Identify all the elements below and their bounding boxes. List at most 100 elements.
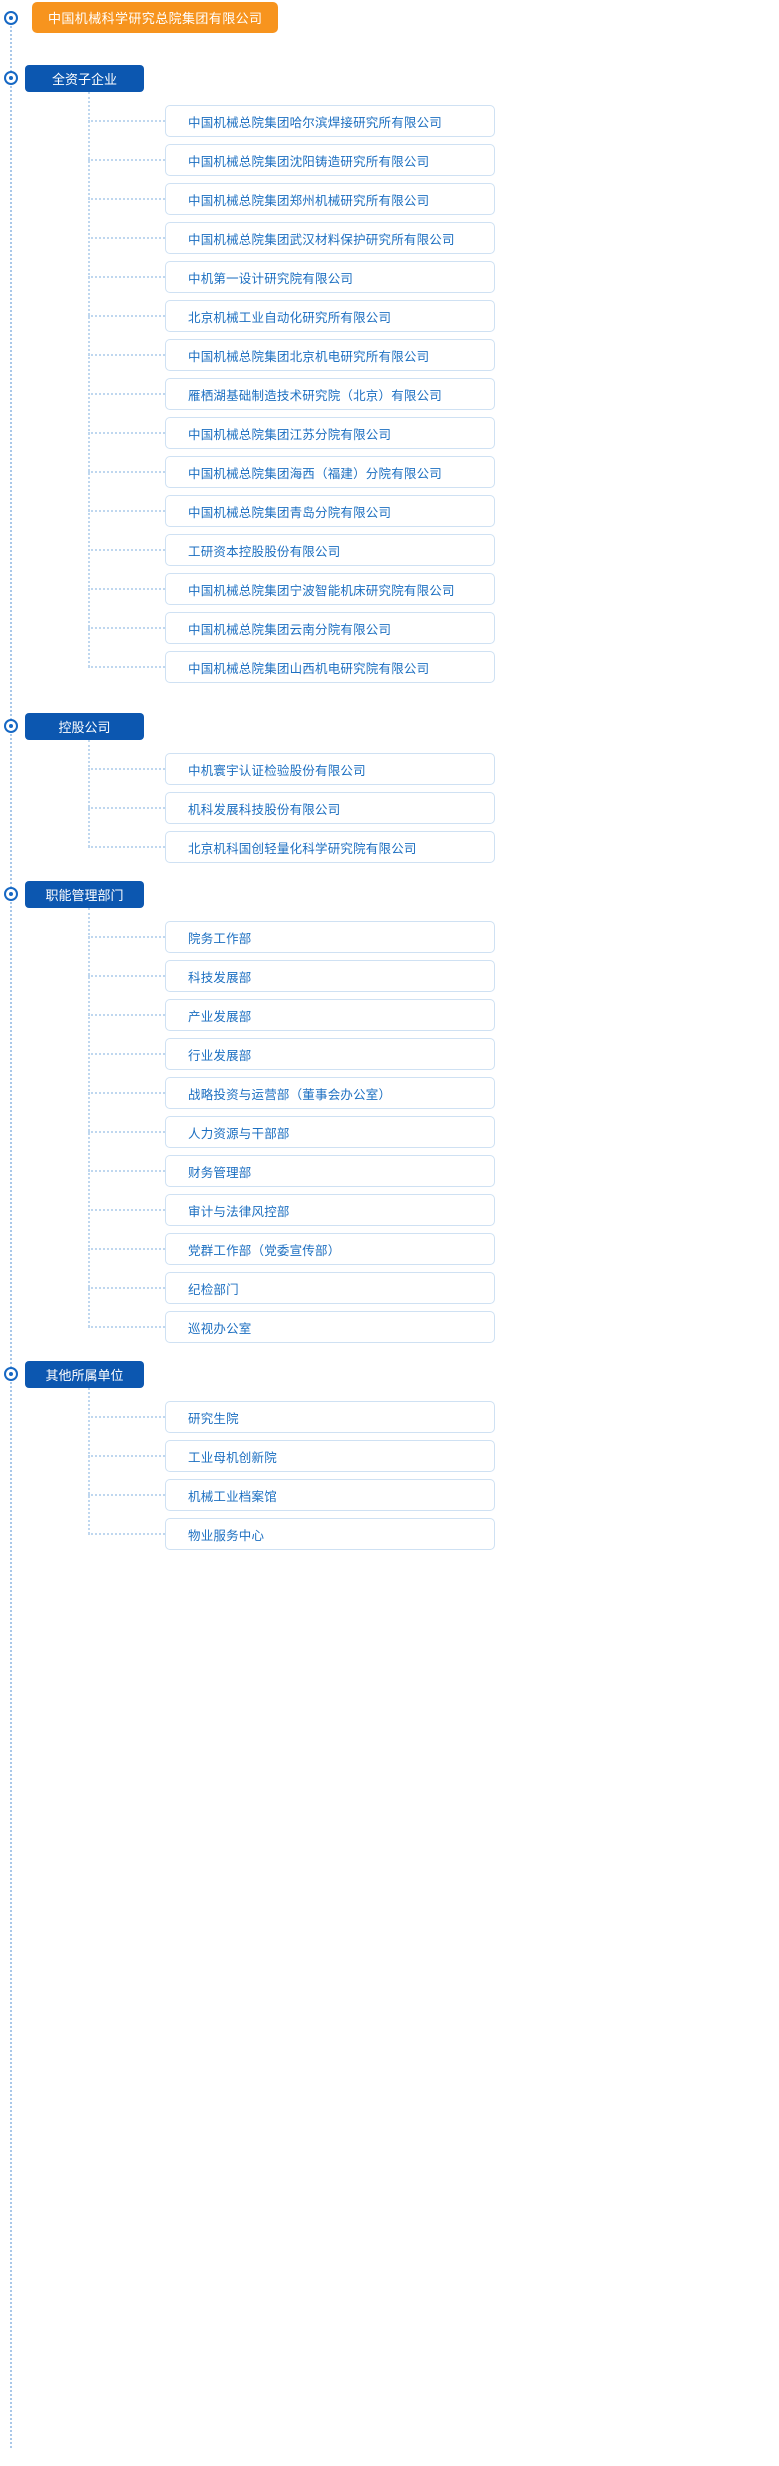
org-item-label: 雁栖湖基础制造技术研究院（北京）有限公司 [188,387,443,403]
bullseye-icon[interactable] [4,71,18,85]
org-item-row: 工业母机创新院 [88,1440,779,1472]
org-item[interactable]: 中国机械总院集团云南分院有限公司 [165,612,495,644]
org-item-label: 中国机械总院集团江苏分院有限公司 [188,426,392,442]
org-item[interactable]: 雁栖湖基础制造技术研究院（北京）有限公司 [165,378,495,410]
org-item-label: 中国机械总院集团武汉材料保护研究所有限公司 [188,231,455,247]
org-item[interactable]: 中国机械总院集团山西机电研究院有限公司 [165,651,495,683]
section-header-label: 控股公司 [58,721,111,736]
org-item[interactable]: 北京机科国创轻量化科学研究院有限公司 [165,831,495,863]
item-branch-connector [88,1494,165,1496]
section-header-label: 职能管理部门 [45,889,124,904]
org-item[interactable]: 产业发展部 [165,999,495,1031]
section-header[interactable]: 职能管理部门 [25,881,144,908]
org-item-row: 机械工业档案馆 [88,1479,779,1511]
section-header[interactable]: 全资子企业 [25,65,144,92]
item-branch-connector [88,1416,165,1418]
section-header[interactable]: 其他所属单位 [25,1361,144,1388]
org-item[interactable]: 人力资源与干部部 [165,1116,495,1148]
org-item-row: 巡视办公室 [88,1311,779,1343]
org-item[interactable]: 中国机械总院集团武汉材料保护研究所有限公司 [165,222,495,254]
org-item-row: 机科发展科技股份有限公司 [88,792,779,824]
org-item-row: 审计与法律风控部 [88,1194,779,1226]
org-item[interactable]: 中国机械总院集团宁波智能机床研究院有限公司 [165,573,495,605]
item-branch-connector [88,975,165,977]
org-item-label: 中机寰宇认证检验股份有限公司 [188,762,366,778]
org-item[interactable]: 中国机械总院集团哈尔滨焊接研究所有限公司 [165,105,495,137]
org-item[interactable]: 审计与法律风控部 [165,1194,495,1226]
org-item-label: 财务管理部 [188,1164,252,1180]
org-item[interactable]: 工研资本控股股份有限公司 [165,534,495,566]
org-item[interactable]: 纪检部门 [165,1272,495,1304]
bullseye-icon[interactable] [4,1367,18,1381]
org-item[interactable]: 机科发展科技股份有限公司 [165,792,495,824]
org-item-label: 机科发展科技股份有限公司 [188,801,341,817]
item-branch-connector [88,846,165,848]
org-item[interactable]: 中国机械总院集团沈阳铸造研究所有限公司 [165,144,495,176]
item-branch-connector [88,1014,165,1016]
org-item[interactable]: 党群工作部（党委宣传部） [165,1233,495,1265]
org-item[interactable]: 中国机械总院集团北京机电研究所有限公司 [165,339,495,371]
item-branch-connector [88,1209,165,1211]
org-item[interactable]: 中国机械总院集团江苏分院有限公司 [165,417,495,449]
org-item-row: 党群工作部（党委宣传部） [88,1233,779,1265]
org-item-row: 雁栖湖基础制造技术研究院（北京）有限公司 [88,378,779,410]
item-branch-connector [88,627,165,629]
item-branch-connector [88,1455,165,1457]
bullseye-icon[interactable] [4,719,18,733]
org-item-label: 院务工作部 [188,930,252,946]
org-item-label: 工研资本控股股份有限公司 [188,543,341,559]
org-item[interactable]: 中国机械总院集团海西（福建）分院有限公司 [165,456,495,488]
item-branch-connector [88,1170,165,1172]
item-branch-connector [88,936,165,938]
org-item-row: 中国机械总院集团江苏分院有限公司 [88,417,779,449]
org-item[interactable]: 财务管理部 [165,1155,495,1187]
item-branch-connector [88,159,165,161]
org-item-label: 科技发展部 [188,969,252,985]
org-item[interactable]: 院务工作部 [165,921,495,953]
org-item-row: 中国机械总院集团青岛分院有限公司 [88,495,779,527]
org-item[interactable]: 中国机械总院集团郑州机械研究所有限公司 [165,183,495,215]
org-item[interactable]: 工业母机创新院 [165,1440,495,1472]
org-item-row: 中国机械总院集团北京机电研究所有限公司 [88,339,779,371]
org-item-row: 中国机械总院集团哈尔滨焊接研究所有限公司 [88,105,779,137]
org-item[interactable]: 中机第一设计研究院有限公司 [165,261,495,293]
item-branch-connector [88,471,165,473]
org-item[interactable]: 物业服务中心 [165,1518,495,1550]
org-item[interactable]: 研究生院 [165,1401,495,1433]
item-branch-connector [88,549,165,551]
section-spine-connector [88,92,90,667]
org-item-label: 巡视办公室 [188,1320,252,1336]
root-node[interactable]: 中国机械科学研究总院集团有限公司 [32,2,279,33]
section-header-label: 其他所属单位 [45,1369,124,1384]
org-item-label: 北京机科国创轻量化科学研究院有限公司 [188,840,417,856]
item-branch-connector [88,1533,165,1535]
org-item-row: 中机寰宇认证检验股份有限公司 [88,753,779,785]
item-branch-connector [88,1248,165,1250]
item-branch-connector [88,1131,165,1133]
section-spine-connector [88,1388,90,1534]
org-item[interactable]: 巡视办公室 [165,1311,495,1343]
org-item-row: 中国机械总院集团海西（福建）分院有限公司 [88,456,779,488]
org-item[interactable]: 北京机械工业自动化研究所有限公司 [165,300,495,332]
org-item-row: 科技发展部 [88,960,779,992]
org-item[interactable]: 行业发展部 [165,1038,495,1070]
section-header[interactable]: 控股公司 [25,713,144,740]
org-item-label: 机械工业档案馆 [188,1488,277,1504]
org-item[interactable]: 中国机械总院集团青岛分院有限公司 [165,495,495,527]
item-branch-connector [88,510,165,512]
item-branch-connector [88,354,165,356]
org-item-row: 财务管理部 [88,1155,779,1187]
org-item[interactable]: 科技发展部 [165,960,495,992]
org-item-label: 中国机械总院集团沈阳铸造研究所有限公司 [188,153,430,169]
org-item[interactable]: 机械工业档案馆 [165,1479,495,1511]
org-item[interactable]: 战略投资与运营部（董事会办公室） [165,1077,495,1109]
org-item[interactable]: 中机寰宇认证检验股份有限公司 [165,753,495,785]
org-item-row: 战略投资与运营部（董事会办公室） [88,1077,779,1109]
org-item-row: 中国机械总院集团宁波智能机床研究院有限公司 [88,573,779,605]
bullseye-icon[interactable] [4,887,18,901]
org-item-label: 党群工作部（党委宣传部） [188,1242,341,1258]
org-item-row: 中国机械总院集团沈阳铸造研究所有限公司 [88,144,779,176]
item-branch-connector [88,393,165,395]
item-branch-connector [88,432,165,434]
